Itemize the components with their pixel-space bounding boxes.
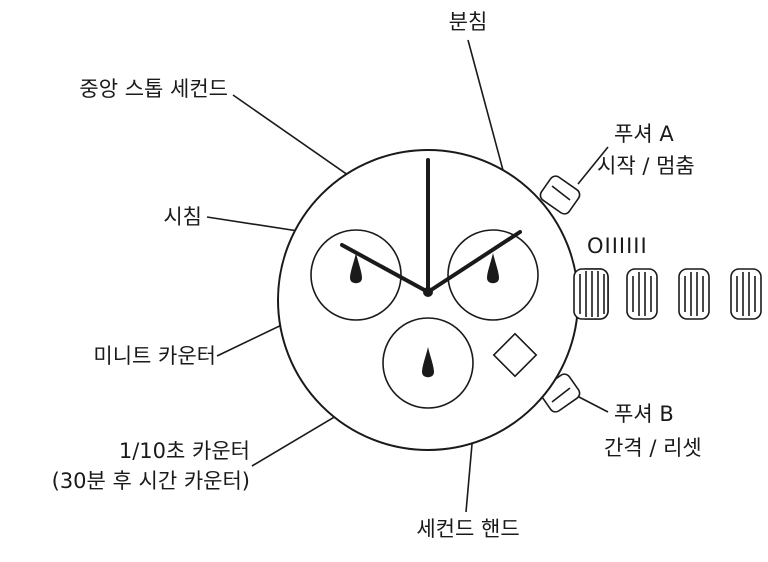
left-subdial-hand [350, 253, 362, 284]
subdial-hands [350, 253, 499, 378]
tenth-second-counter-label-line1: 1/10초 카운터 [118, 439, 250, 463]
bottom-subdial-hand [422, 347, 434, 378]
crown-positions-label: OIIIIII [587, 234, 648, 258]
second-hand-label: 세컨드 핸드 [416, 517, 520, 541]
crown-position-3 [678, 268, 710, 320]
minute-hand-label: 분침 [448, 10, 488, 34]
center-pin [423, 287, 433, 297]
minute-hand [426, 230, 522, 294]
crown [573, 268, 609, 320]
center-stop-second-label: 중앙 스톱 세컨드 [79, 77, 228, 101]
leader-pusher-a [577, 146, 609, 185]
pusher-a-name-label: 푸셔 A [614, 122, 674, 146]
hour-hand [340, 243, 430, 294]
bottom-subdial [382, 317, 474, 409]
main-hands [340, 158, 522, 294]
date-window [492, 332, 538, 378]
tenth-second-counter-label-line2: (30분 후 시간 카운터) [51, 469, 250, 493]
minute-counter-label: 미니트 카운터 [93, 344, 216, 368]
pusher-a [539, 175, 581, 215]
leader-pusher-b [578, 396, 609, 413]
pusher-b-function-label: 간격 / 리셋 [604, 436, 702, 460]
crown-position-4 [730, 268, 762, 320]
crown-position-2 [626, 268, 658, 320]
right-subdial [447, 229, 539, 321]
right-subdial-hand [487, 253, 499, 284]
pusher-a-function-label: 시작 / 멈춤 [597, 154, 695, 178]
hour-hand-label: 시침 [163, 205, 202, 229]
pusher-b-name-label: 푸셔 B [614, 402, 674, 426]
